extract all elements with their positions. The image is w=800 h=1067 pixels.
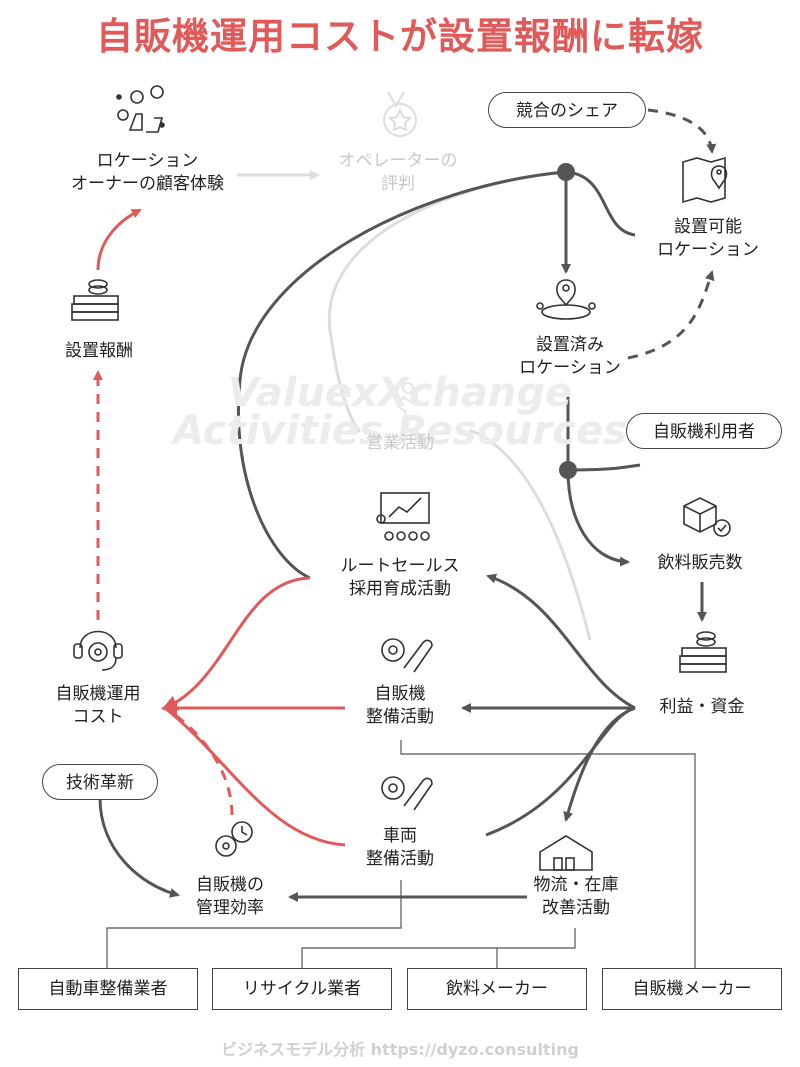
node-vm-maintenance: 自販機 整備活動 (340, 683, 460, 729)
footer-credit: ビジネスモデル分析 https://dyzo.consulting (221, 1040, 579, 1059)
pin-icon (536, 279, 596, 320)
money-stack-icon-2 (679, 631, 727, 673)
junction-dot-top (557, 163, 575, 181)
node-logistics-improvement: 物流・在庫 改善活動 (506, 874, 646, 920)
watermark-line-1: ValuexXchange (227, 370, 573, 416)
node-installation-reward: 設置報酬 (65, 341, 133, 361)
headset-gear-icon (73, 630, 123, 671)
node-vm-operating-cost: 自販機運用 コスト (38, 683, 158, 729)
dashed-dark-links (627, 108, 717, 360)
node-operator-reputation: オペレーターの 評判 (318, 150, 478, 196)
node-label-line: 設置済み (536, 335, 604, 355)
medal-icon (383, 91, 417, 137)
node-vm-management-efficiency: 自販機の 管理効率 (170, 874, 290, 920)
node-installed-location: 設置済み ロケーション (500, 334, 640, 380)
node-label-line: 設置可能 (674, 217, 742, 237)
gear-wrench-icon (381, 638, 433, 673)
node-label-line: 自販機の (196, 875, 264, 895)
pill-competitive-share: 競合のシェア (488, 92, 646, 128)
partner-box-auto-maintenance: 自動車整備業者 (18, 968, 198, 1010)
watermark-line-2: Activities Resources (173, 408, 627, 454)
money-stack-icon (71, 279, 119, 321)
node-label-line: 整備活動 (366, 849, 434, 869)
partner-box-recycling: リサイクル業者 (212, 968, 392, 1010)
node-label-line: オーナーの顧客体験 (71, 174, 224, 194)
node-installable-location: 設置可能 ロケーション (638, 216, 778, 262)
diagram-title: 自販機運用コストが設置報酬に転嫁 (96, 15, 704, 58)
node-sales-activity: 営業活動 (366, 433, 434, 453)
node-location-owner-experience: ロケーション オーナーの顧客体験 (60, 150, 235, 196)
node-beverage-sales-volume: 飲料販売数 (657, 553, 743, 573)
node-label-line: 改善活動 (542, 898, 610, 918)
node-label-line: 車両 (383, 826, 417, 846)
presentation-icon (376, 492, 430, 541)
red-dashed-links (93, 370, 234, 816)
node-label-line: 物流・在庫 (533, 875, 619, 895)
map-pin-icon (682, 156, 728, 204)
dark-links (98, 170, 707, 902)
junction-dot-mid (559, 461, 577, 479)
node-label-line: 採用育成活動 (349, 579, 451, 599)
node-label-line: 評判 (381, 174, 415, 194)
gear-wrench-icon-2 (381, 776, 433, 811)
node-label-line: ロケーション (96, 151, 199, 171)
crowd-icon (116, 85, 165, 133)
node-route-sales-training: ルートセールス 採用育成活動 (320, 555, 480, 601)
node-label-line: 管理効率 (196, 898, 264, 918)
node-label-line: オペレーターの (338, 151, 458, 171)
gear-clock-icon (215, 821, 253, 857)
node-profit-funds: 利益・資金 (659, 697, 745, 717)
node-label-line: 自販機運用 (55, 684, 141, 704)
node-label-line: コスト (72, 707, 124, 727)
partner-box-vm-maker: 自販機メーカー (602, 968, 782, 1010)
node-label-line: ロケーション (519, 358, 621, 378)
warehouse-icon (539, 835, 593, 871)
box-check-icon (683, 497, 731, 537)
red-links (96, 208, 346, 847)
node-label-line: 整備活動 (366, 707, 434, 727)
node-label-line: ロケーション (657, 240, 759, 260)
partner-box-beverage-maker: 飲料メーカー (407, 968, 587, 1010)
partner-connectors (106, 740, 696, 968)
node-label-line: ルートセールス (340, 556, 460, 576)
pill-vm-users: 自販機利用者 (626, 413, 782, 449)
node-label-line: 自販機 (374, 684, 426, 704)
runner-icon (396, 382, 415, 423)
node-vehicle-maintenance: 車両 整備活動 (340, 825, 460, 871)
pill-tech-innovation: 技術革新 (42, 764, 158, 800)
